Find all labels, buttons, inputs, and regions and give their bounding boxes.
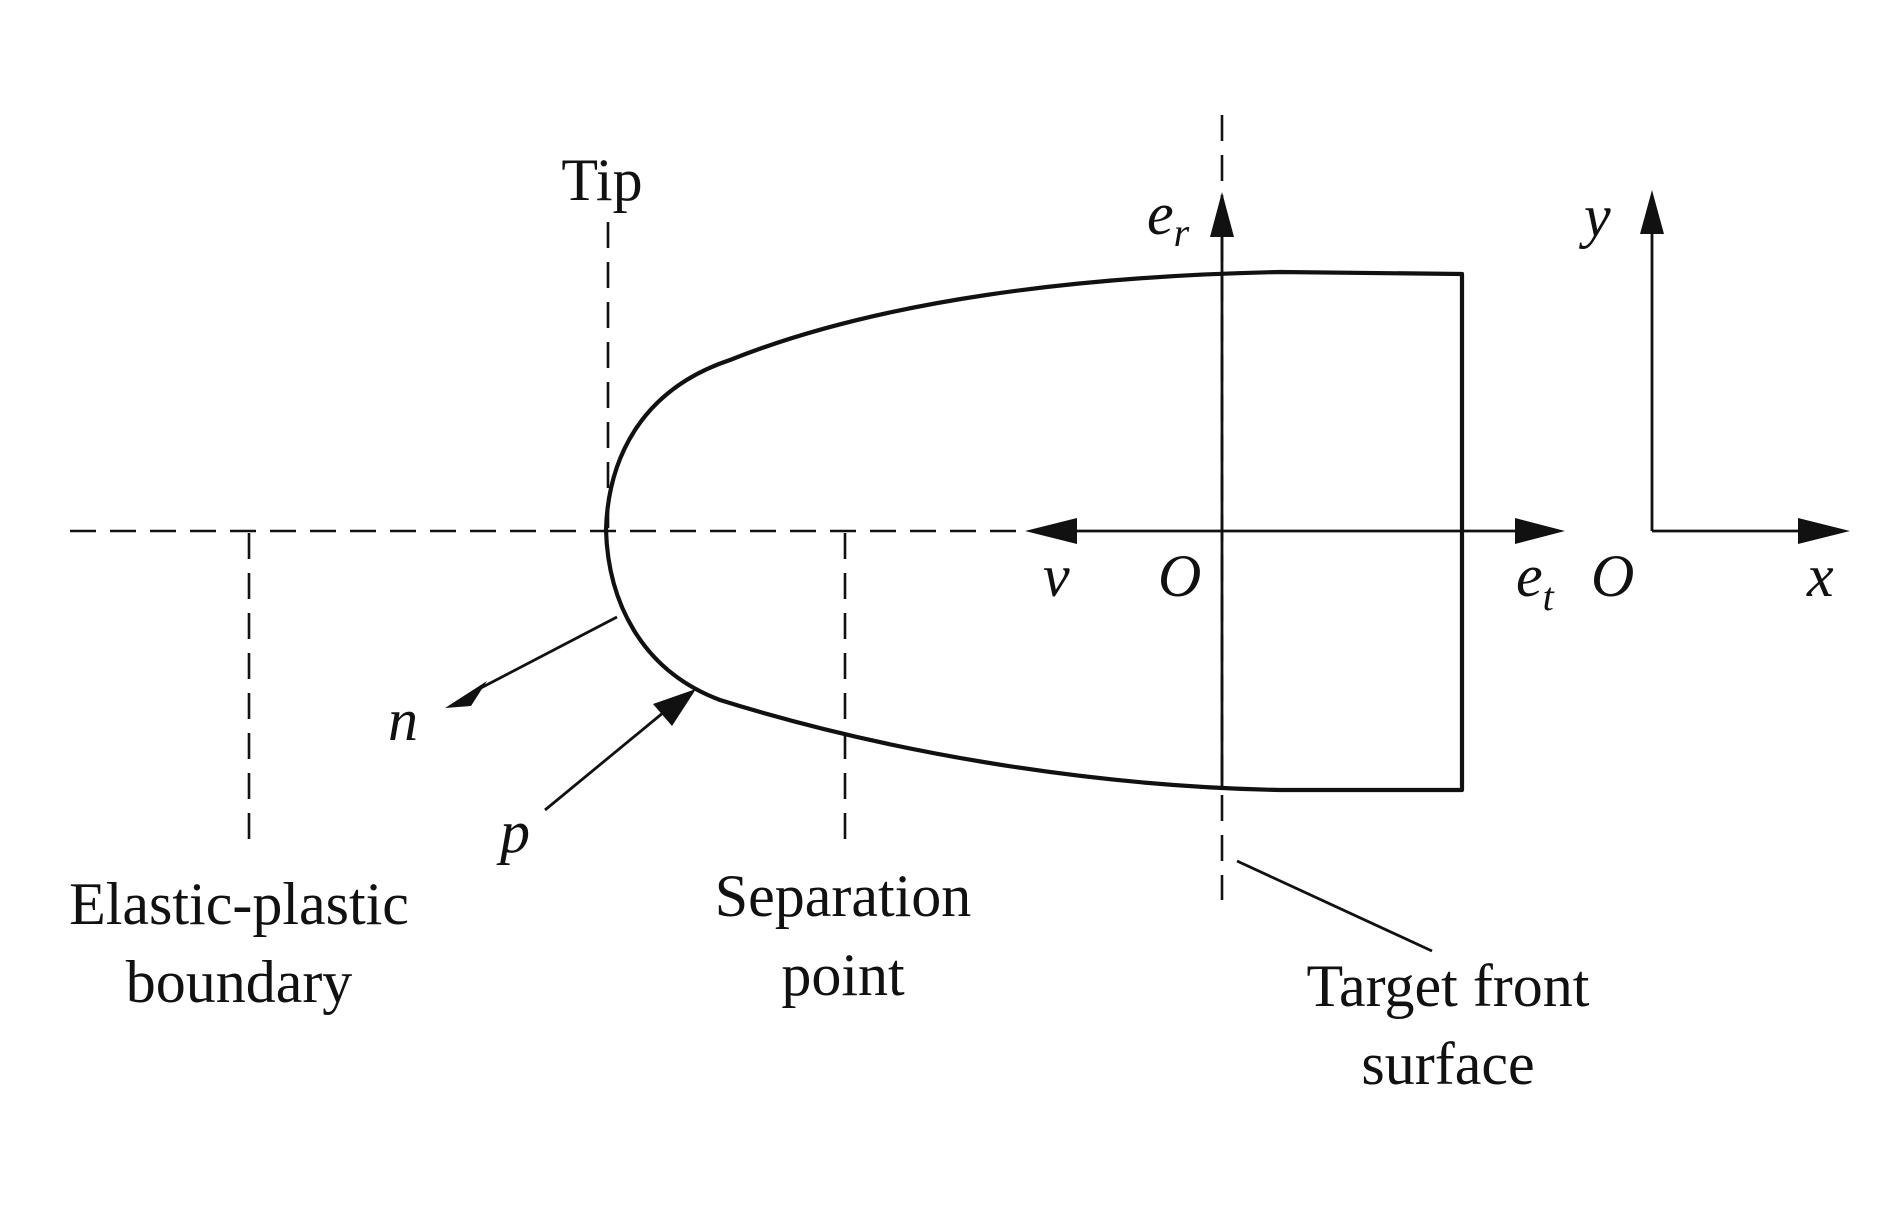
pressure-vector-arrowhead [653,689,696,726]
global-y-arrowhead [1640,190,1664,234]
e-r-symbol: er [1147,181,1190,255]
velocity-symbol: v [1043,543,1070,609]
separation-point-label-line1: Separation [715,863,972,929]
global-x-symbol: x [1806,543,1834,609]
target-surface-leader [1236,859,1433,953]
elastic-plastic-label-line1: Elastic-plastic [69,871,409,937]
velocity-arrowhead [1025,518,1077,544]
global-y-symbol: y [1578,183,1611,249]
global-origin-symbol: O [1591,543,1634,609]
separation-point-label-line2: point [781,942,905,1008]
e-t-arrowhead [1515,518,1565,544]
local-origin-symbol: O [1158,543,1201,609]
target-front-surface-label-line1: Target front [1307,953,1590,1019]
e-t-symbol: et [1516,543,1555,619]
e-r-arrowhead [1210,192,1234,237]
target-front-surface-label-line2: surface [1361,1031,1534,1097]
normal-vector-line [474,615,618,693]
normal-vector-arrowhead [445,681,487,708]
projectile-outline [603,269,1465,793]
normal-vector-symbol: n [388,687,418,753]
global-x-arrowhead [1798,518,1850,544]
tip-label: Tip [561,147,642,213]
pressure-vector-line [544,710,665,812]
elastic-plastic-label-line2: boundary [126,949,353,1015]
pressure-vector-symbol: p [496,799,530,865]
